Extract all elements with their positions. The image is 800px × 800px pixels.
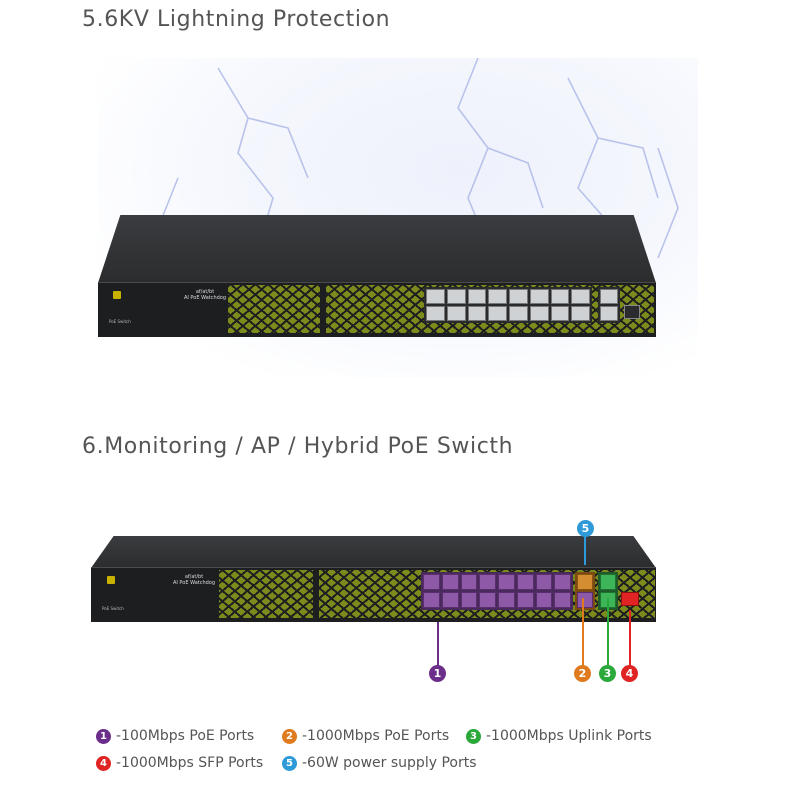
model-label: af/at/bt AI PoE Watchdog [170, 289, 240, 301]
port [516, 574, 534, 590]
port [479, 592, 496, 608]
port [479, 574, 496, 590]
legend-label-1: -100Mbps PoE Ports [116, 728, 255, 744]
decor-panel-left [228, 285, 320, 333]
port [550, 289, 570, 304]
legend-dot-5: 5 [282, 755, 297, 771]
callout-3-line [607, 598, 609, 666]
port [467, 306, 487, 321]
port [509, 306, 528, 321]
product-name-label: PoE Switch [102, 606, 124, 611]
sfp-port [621, 592, 639, 606]
port [554, 574, 571, 590]
callout-2-line [582, 598, 584, 666]
port [535, 574, 553, 590]
1000mbps-poe-port-block [575, 572, 595, 610]
model-line1: af/at/bt [184, 574, 204, 580]
legend-dot-3: 3 [466, 728, 481, 744]
port [554, 592, 571, 608]
switch-chassis-top [91, 536, 656, 568]
brand-logo-icon [107, 576, 115, 584]
port [426, 306, 445, 321]
legend-label-5: -60W power supply Ports [302, 755, 477, 771]
callout-5: 5 [577, 520, 594, 537]
uplink-port-block [598, 287, 620, 323]
port [600, 289, 618, 304]
brand-logo-icon [113, 291, 121, 299]
legend-dot-2: 2 [282, 728, 297, 744]
port [529, 289, 549, 304]
port [600, 574, 616, 590]
model-label: af/at/bt AI PoE Watchdog [159, 574, 229, 586]
port [446, 289, 466, 304]
port [441, 574, 459, 590]
callout-1: 1 [429, 665, 446, 682]
port [516, 592, 534, 608]
model-line2: AI PoE Watchdog [172, 580, 216, 586]
callout-3: 3 [599, 665, 616, 682]
legend-dot-4: 4 [96, 755, 111, 771]
uplink-port-block [598, 572, 618, 610]
port [441, 592, 459, 608]
port [498, 574, 515, 590]
product-name-label: PoE Switch [109, 319, 131, 324]
legend-dot-1: 1 [96, 728, 111, 744]
poe-switch-image-top: PoE Switch af/at/bt AI PoE Watchdog [98, 215, 656, 337]
port [600, 306, 618, 321]
callout-4-line [629, 610, 631, 666]
port [529, 306, 549, 321]
port [446, 306, 466, 321]
port [571, 289, 590, 304]
rj45-port-block [424, 287, 592, 323]
section-heading-lightning: 5.6KV Lightning Protection [82, 7, 391, 32]
switch-front-panel: PoE Switch af/at/bt AI PoE Watchdog [98, 282, 656, 337]
port [488, 289, 507, 304]
legend-item-3: 3 -1000Mbps Uplink Ports [466, 728, 652, 744]
port [460, 574, 478, 590]
legend-item-5: 5 -60W power supply Ports [282, 755, 477, 771]
port [577, 592, 593, 608]
switch-chassis-top [98, 215, 656, 283]
port [460, 592, 478, 608]
legend-label-4: -1000Mbps SFP Ports [116, 755, 264, 771]
poe-switch-image-bottom: PoE Switch af/at/bt AI PoE Watchdog [91, 536, 656, 622]
legend-label-2: -1000Mbps PoE Ports [302, 728, 450, 744]
legend-item-4: 4 -1000Mbps SFP Ports [96, 755, 263, 771]
port [423, 592, 440, 608]
switch-front-panel: PoE Switch af/at/bt AI PoE Watchdog [91, 567, 656, 622]
decor-panel-left [219, 570, 313, 618]
port [488, 306, 507, 321]
port [535, 592, 553, 608]
port [426, 289, 445, 304]
100mbps-poe-port-block [421, 572, 573, 610]
model-line2: AI PoE Watchdog [183, 295, 227, 301]
port [550, 306, 570, 321]
legend-item-2: 2 -1000Mbps PoE Ports [282, 728, 449, 744]
callout-1-line [437, 622, 439, 666]
legend-label-3: -1000Mbps Uplink Ports [486, 728, 652, 744]
sfp-port [624, 305, 640, 319]
port [423, 574, 440, 590]
legend-item-1: 1 -100Mbps PoE Ports [96, 728, 254, 744]
port [571, 306, 590, 321]
port [577, 574, 593, 590]
port [509, 289, 528, 304]
port [467, 289, 487, 304]
callout-4: 4 [621, 665, 638, 682]
callout-5-line [584, 535, 586, 565]
model-line1: af/at/bt [195, 289, 215, 295]
port [498, 592, 515, 608]
section-heading-hybrid-poe: 6.Monitoring / AP / Hybrid PoE Swicth [82, 434, 514, 459]
callout-2: 2 [574, 665, 591, 682]
lightning-bolts-icon [157, 57, 679, 279]
